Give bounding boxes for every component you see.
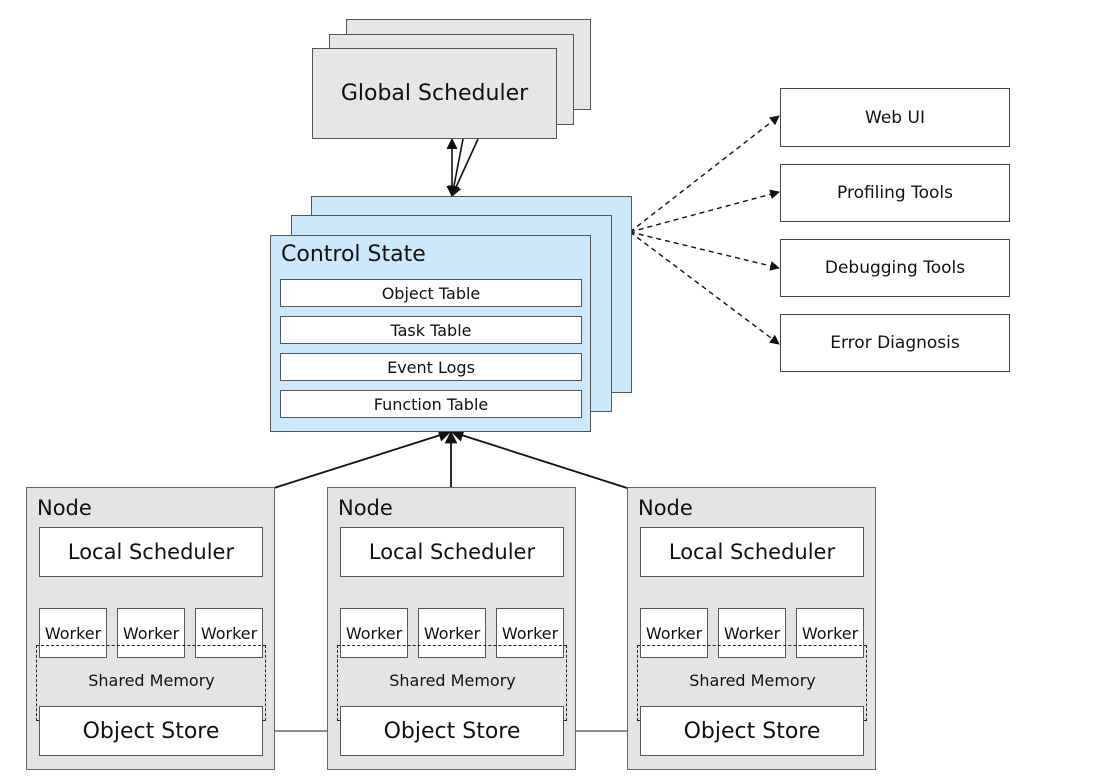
- node3-cs-arrow: [450, 429, 628, 489]
- node-3-worker-1: Worker: [640, 608, 708, 658]
- profiling-tools-box: Profiling Tools: [780, 164, 1010, 222]
- node-1-local-scheduler-label: Local Scheduler: [67, 540, 235, 564]
- profiling-tools-label: Profiling Tools: [837, 183, 953, 203]
- node-2-worker-1-label: Worker: [345, 623, 403, 643]
- function-table: Function Table: [280, 390, 582, 418]
- node-1-local-scheduler: Local Scheduler: [39, 527, 263, 577]
- node-1-object-store-label: Object Store: [82, 718, 220, 744]
- object-table: Object Table: [280, 279, 582, 307]
- node1-cs-arrow: [273, 429, 452, 489]
- node-2-object-store: Object Store: [340, 706, 564, 756]
- node-3: Node Local Scheduler Worker Worker Worke…: [627, 487, 876, 770]
- task-table: Task Table: [280, 316, 582, 344]
- node-3-worker-2-label: Worker: [723, 623, 781, 643]
- global-scheduler-label: Global Scheduler: [340, 81, 529, 106]
- node-3-local-scheduler: Local Scheduler: [640, 527, 864, 577]
- function-table-label: Function Table: [373, 394, 489, 414]
- node-1: Node Local Scheduler Worker Worker Worke…: [26, 487, 275, 770]
- node-1-shared-memory-label: Shared Memory: [88, 671, 215, 690]
- node-3-object-store: Object Store: [640, 706, 864, 756]
- node-2-shared-memory-label: Shared Memory: [389, 671, 516, 690]
- node-2-object-store-label: Object Store: [383, 718, 521, 744]
- debugging-tools-box: Debugging Tools: [780, 239, 1010, 297]
- node-1-worker-3: Worker: [195, 608, 263, 658]
- node-3-worker-3-label: Worker: [801, 623, 859, 643]
- node-2-worker-3-label: Worker: [501, 623, 559, 643]
- cs-error-arrow: [629, 231, 780, 345]
- node-1-object-store: Object Store: [39, 706, 263, 756]
- gs-cs-arrow-3: [451, 138, 479, 198]
- node-1-worker-3-label: Worker: [200, 623, 258, 643]
- error-diagnosis-label: Error Diagnosis: [830, 333, 960, 353]
- gs-cs-arrow-2: [448, 138, 464, 198]
- control-state-title: Control State: [281, 242, 426, 267]
- node-3-shared-memory-label: Shared Memory: [689, 671, 816, 690]
- event-logs: Event Logs: [280, 353, 582, 381]
- cs-debugging-arrow: [629, 231, 780, 271]
- node-2: Node Local Scheduler Worker Worker Worke…: [327, 487, 576, 770]
- web-ui-box: Web UI: [780, 88, 1010, 147]
- node-3-object-store-label: Object Store: [683, 718, 821, 744]
- object-table-label: Object Table: [381, 283, 481, 303]
- debugging-tools-label: Debugging Tools: [824, 258, 966, 278]
- node-2-worker-2: Worker: [418, 608, 486, 658]
- node-2-worker-3: Worker: [496, 608, 564, 658]
- node-2-local-scheduler-label: Local Scheduler: [368, 540, 536, 564]
- node-3-worker-1-label: Worker: [645, 623, 703, 643]
- node-1-worker-2-label: Worker: [122, 623, 180, 643]
- node-2-worker-2-label: Worker: [423, 623, 481, 643]
- global-scheduler: Global Scheduler: [312, 48, 557, 139]
- cs-webui-arrow: [629, 115, 780, 233]
- node-2-worker-1: Worker: [340, 608, 408, 658]
- node-3-title: Node: [638, 496, 693, 520]
- node-1-worker-2: Worker: [117, 608, 185, 658]
- node-1-worker-1: Worker: [39, 608, 107, 658]
- node-3-worker-3: Worker: [796, 608, 864, 658]
- cs-profiling-arrow: [629, 189, 780, 233]
- web-ui-label: Web UI: [865, 107, 925, 128]
- node-1-title: Node: [37, 496, 92, 520]
- node-2-local-scheduler: Local Scheduler: [340, 527, 564, 577]
- node-2-title: Node: [338, 496, 393, 520]
- node-3-local-scheduler-label: Local Scheduler: [668, 540, 836, 564]
- node-1-worker-1-label: Worker: [44, 623, 102, 643]
- node-3-worker-2: Worker: [718, 608, 786, 658]
- control-state: Control State Object Table Task Table Ev…: [270, 235, 591, 432]
- task-table-label: Task Table: [390, 320, 472, 340]
- error-diagnosis-box: Error Diagnosis: [780, 314, 1010, 372]
- event-logs-label: Event Logs: [387, 357, 475, 377]
